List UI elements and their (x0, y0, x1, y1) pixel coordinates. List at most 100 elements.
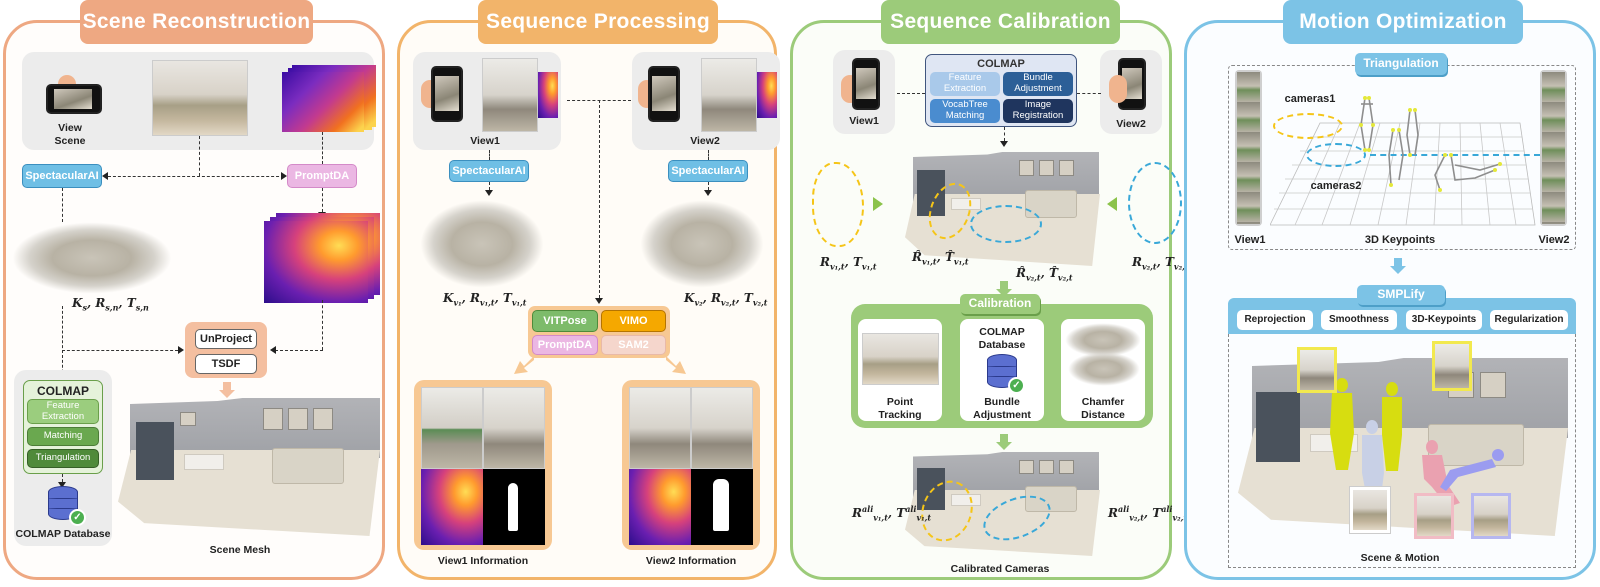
connector (62, 350, 178, 351)
view1-pose-math: Kv₁, Rv₁,t, Tv₁,t (443, 291, 527, 308)
arrow-icon (281, 172, 287, 180)
scene-motion-label: Scene & Motion (1360, 552, 1440, 564)
calib-colmap-title: COLMAP (977, 58, 1025, 70)
phone-icon (46, 84, 102, 114)
connector (897, 93, 925, 94)
colmap-step-matching: Matching (27, 427, 99, 446)
colmap-database-top-label: COLMAP Database (978, 326, 1026, 351)
scene-motion-mesh (1238, 358, 1568, 538)
connector (708, 150, 709, 160)
view2-depth-thumb (757, 72, 777, 118)
view1-vitpose-image (421, 387, 483, 469)
camera-cluster-1 (812, 162, 864, 247)
vimo-chip: VIMO (601, 310, 666, 332)
scene-pose-math: Ks, Rs,n, Ts,n (72, 296, 149, 313)
connector (62, 306, 63, 402)
aligned-cluster-2 (970, 205, 1042, 243)
phone-icon (852, 58, 880, 110)
triangulation-view2-label: View2 (1538, 234, 1570, 246)
arrow-icon (595, 298, 603, 304)
view2-mask-image (691, 469, 753, 545)
tsdf-step: TSDF (195, 354, 257, 374)
view2-vitpose-image (629, 387, 691, 469)
view1-photo (482, 58, 538, 132)
view2-depth-image (629, 469, 691, 545)
camera-cluster-2 (1128, 162, 1182, 244)
body-yellow-1 (1330, 378, 1354, 470)
database-icon: ✓ (48, 486, 86, 526)
scene-photo (152, 60, 248, 136)
triangulation-title: Triangulation (1355, 53, 1447, 75)
panel-title-sequence-calibration: Sequence Calibration (881, 0, 1120, 44)
connector (599, 100, 600, 298)
math-r-t-v2: Rv₂,t, Tv₂,t (1132, 255, 1189, 272)
view1-strip (1235, 70, 1262, 226)
unproject-step: UnProject (195, 329, 257, 349)
smplify-term-smoothness: Smoothness (1321, 310, 1397, 330)
calibrated-cameras-label: Calibrated Cameras (950, 563, 1050, 575)
math-rhat-that-v1: R̂v₁,t, T̂v₁,t (912, 250, 969, 267)
panel-title-scene-reconstruction: Scene Reconstruction (80, 0, 313, 44)
view1-pointcloud (420, 200, 544, 288)
arrow-left-icon (1107, 197, 1117, 211)
math-ali-v2: Raliv₂,t, Taliv₂,t (1108, 504, 1188, 523)
smplify-term-reprojection: Reprojection (1237, 310, 1313, 330)
chamfer-pointcloud-1 (1065, 323, 1141, 357)
arrow-icon (704, 190, 712, 196)
calib-colmap-vocabtree-matching: VocabTree Matching (930, 99, 1000, 123)
view2-label: View2 (690, 135, 720, 147)
calibrated-room-mesh (905, 452, 1100, 557)
arrow-down-icon (996, 434, 1012, 450)
colmap-step-feature-extraction: Feature Extraction (27, 399, 99, 424)
connector (322, 188, 323, 212)
calib-colmap-image-registration: Image Registration (1003, 99, 1073, 123)
connector (1077, 93, 1101, 94)
smplify-title: SMPLify (1357, 285, 1445, 305)
camera-link-2 (1370, 154, 1540, 156)
view2-spectacularai-chip: SpectacularAI (668, 160, 748, 182)
skeleton-keypoints (1359, 96, 1502, 192)
connector (489, 150, 490, 160)
view2-pointcloud (640, 200, 764, 288)
chamfer-distance-label: Chamfer Distance (1081, 396, 1125, 421)
colmap-database-label: COLMAP Database (15, 528, 111, 540)
calib-room-mesh (905, 152, 1100, 267)
panel-title-motion-optimization: Motion Optimization (1283, 0, 1523, 44)
arrow-down-icon (219, 382, 235, 398)
depth-image-bottom (264, 221, 368, 303)
chamfer-pointcloud-2 (1068, 352, 1140, 386)
scene-motion-frame (1228, 334, 1576, 568)
scene-mesh-label: Scene Mesh (209, 544, 271, 556)
connector (108, 176, 284, 177)
view2-strip (1540, 70, 1567, 226)
view1-label: View1 (470, 135, 500, 147)
arrow-right-icon (873, 197, 883, 211)
keypoint-grid-plane (1270, 122, 1536, 226)
phone-icon (648, 66, 680, 122)
panel-title-sequence-processing: Sequence Processing (478, 0, 718, 44)
phone-icon (431, 66, 463, 122)
math-ali-v1: Raliv₁,t, Taliv₁,t (852, 504, 932, 523)
hand-icon (1109, 75, 1127, 103)
cameras2-label: cameras2 (1310, 180, 1362, 192)
math-rhat-that-v2: R̂v₂,t, T̂v₂,t (1016, 266, 1073, 283)
cameras2-cluster (1306, 143, 1366, 167)
view1-depth-image (421, 469, 483, 545)
frame-thumb-yellow-2 (1432, 341, 1472, 391)
view2-photo (701, 58, 757, 132)
cameras1-cluster (1273, 113, 1343, 139)
arrow-icon (58, 482, 66, 488)
smplify-term-3d-keypoints: 3D-Keypoints (1406, 310, 1482, 330)
calibration-title: Calibration (960, 294, 1040, 314)
promptda-chip: PromptDA (287, 164, 357, 188)
arrow-down-icon (1390, 258, 1406, 274)
connector (322, 132, 323, 164)
arrow-icon (178, 346, 184, 354)
connector (322, 300, 323, 350)
connector (708, 182, 709, 190)
view2-vimo-image (691, 387, 753, 469)
check-icon: ✓ (1008, 377, 1025, 394)
arrow-down-icon (996, 281, 1012, 297)
arrow-icon (102, 172, 108, 180)
sam2-chip: SAM2 (601, 335, 666, 355)
